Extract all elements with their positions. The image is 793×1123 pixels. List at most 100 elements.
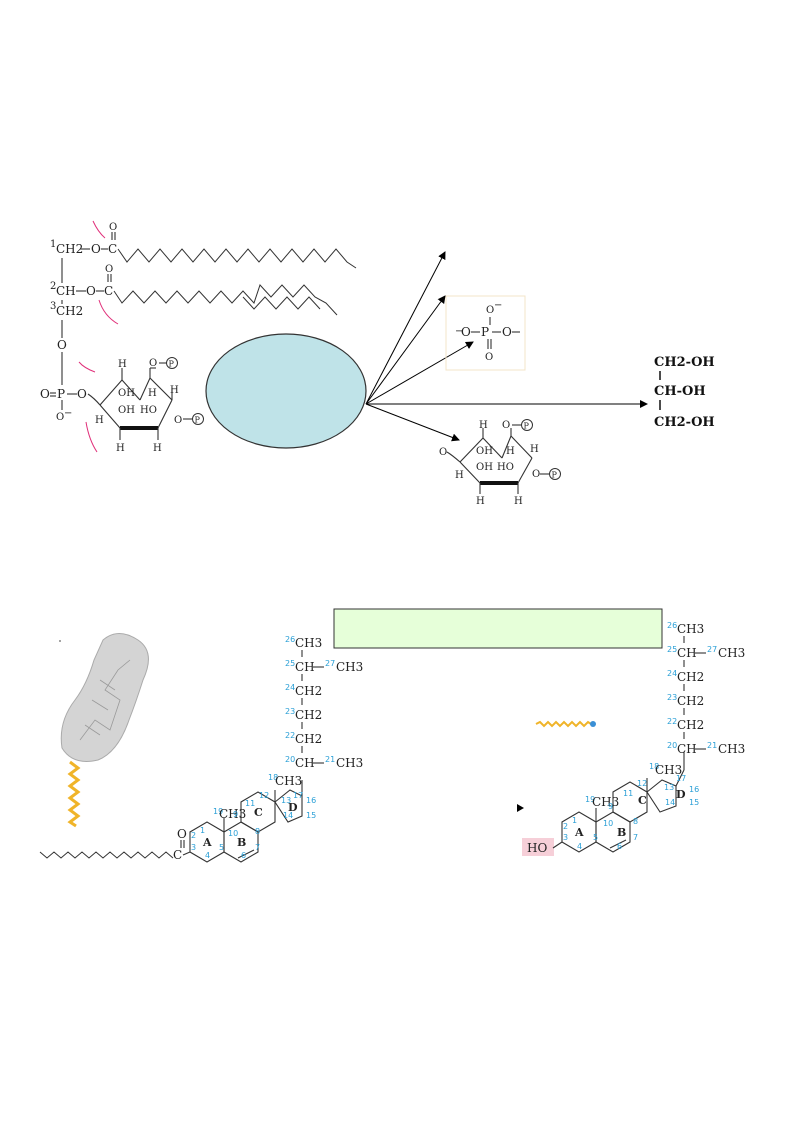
arrow-to-fatty-acid-1 <box>365 251 446 405</box>
svg-text:8: 8 <box>633 817 638 826</box>
c3-label: CH2 <box>56 304 83 318</box>
svg-text:A: A <box>574 826 584 839</box>
inositol-h-bottom-2: H <box>153 443 162 454</box>
svg-text:17: 17 <box>293 791 303 800</box>
svg-text:B: B <box>237 836 246 849</box>
svg-text:HO: HO <box>497 462 514 473</box>
svg-text:A: A <box>202 836 212 849</box>
svg-text:O: O <box>486 305 494 316</box>
cleavage-arrow-2 <box>98 299 119 325</box>
inositol-h-bottom-1: H <box>116 443 125 454</box>
svg-text:12: 12 <box>637 779 647 788</box>
inositol-oh-bottom: OH <box>118 405 135 416</box>
svg-text:3: 3 <box>563 833 568 842</box>
phosphate-circle-right <box>192 413 204 425</box>
phosphorus: P <box>57 387 65 401</box>
svg-text:20: 20 <box>285 755 295 764</box>
svg-text:B: B <box>617 826 626 839</box>
svg-text:D: D <box>288 801 298 814</box>
fatty-acid-chain-2 <box>113 284 338 316</box>
svg-text:O: O <box>485 352 493 363</box>
svg-text:CH3: CH3 <box>718 742 745 756</box>
svg-text:H: H <box>479 420 488 431</box>
ester2-carbon: C <box>104 284 113 298</box>
arrow-to-phosphate <box>365 341 474 405</box>
svg-text:CH2: CH2 <box>677 670 704 684</box>
svg-text:CH3: CH3 <box>295 636 322 650</box>
phosphate-circle-right-label: P <box>195 416 201 425</box>
svg-text:CH3: CH3 <box>336 660 363 674</box>
svg-text:H: H <box>530 444 539 455</box>
svg-text:CH3: CH3 <box>336 756 363 770</box>
svg-text:14: 14 <box>283 811 293 820</box>
cleavage-arrow-3 <box>78 361 96 373</box>
svg-text:CH3: CH3 <box>275 774 302 788</box>
svg-text:1: 1 <box>572 816 577 825</box>
svg-text:27: 27 <box>707 645 717 654</box>
svg-text:−: − <box>455 326 463 337</box>
svg-text:H: H <box>506 446 515 457</box>
svg-text:CH3: CH3 <box>718 646 745 660</box>
svg-text:CH2: CH2 <box>295 684 322 698</box>
svg-text:CH: CH <box>295 756 315 770</box>
svg-text:CH2: CH2 <box>677 694 704 708</box>
svg-text:D: D <box>676 788 686 801</box>
cholesteryl-ester-structure: C O 19 CH3 18 CH3 A B C D 1 2 3 4 5 6 7 … <box>39 635 363 863</box>
svg-text:13: 13 <box>281 796 291 805</box>
svg-text:P: P <box>552 471 558 480</box>
svg-text:27: 27 <box>325 659 335 668</box>
svg-text:6: 6 <box>617 842 622 851</box>
cleavage-arrow-1 <box>92 220 106 239</box>
product-arrows <box>365 251 648 442</box>
cholesterol-structure: HO 19 CH3 18 CH3 A B C D 1 2 3 4 5 6 7 8… <box>522 621 745 856</box>
svg-text:10: 10 <box>228 829 238 838</box>
svg-text:14: 14 <box>665 798 675 807</box>
hydroxyl-label: HO <box>527 841 547 855</box>
svg-text:18: 18 <box>268 773 278 782</box>
inositol-h-bottom-left: H <box>95 415 104 426</box>
svg-text:7: 7 <box>255 843 260 852</box>
svg-text:H: H <box>514 496 523 507</box>
phosphate-circle-top-label: P <box>169 360 175 369</box>
svg-text:9: 9 <box>608 802 613 811</box>
svg-text:H: H <box>476 496 485 507</box>
svg-text:23: 23 <box>285 707 295 716</box>
svg-text:CH: CH <box>295 660 315 674</box>
cholesterol-ester-3d-model <box>59 633 149 828</box>
svg-text:CH: CH <box>677 742 697 756</box>
fatty-acid-icon <box>535 720 596 728</box>
svg-text:O: O <box>532 469 540 480</box>
inositol-h-mid: H <box>148 388 157 399</box>
phosphate-minus: − <box>64 408 72 419</box>
svg-text:4: 4 <box>577 842 582 851</box>
ester2-carbonyl-o: O <box>105 264 113 275</box>
svg-text:25: 25 <box>667 645 677 654</box>
svg-text:CH3: CH3 <box>219 807 246 821</box>
inositol-h-top-left: H <box>118 359 127 370</box>
svg-text:C: C <box>638 794 647 807</box>
svg-text:O: O <box>439 447 447 458</box>
svg-text:P: P <box>481 325 489 339</box>
fatty-acid-chain-2-tail <box>242 296 321 310</box>
svg-text:18: 18 <box>649 762 659 771</box>
inositol-ho: HO <box>140 405 157 416</box>
phosphate-ester-o: O <box>77 387 87 401</box>
svg-text:15: 15 <box>306 811 316 820</box>
svg-text:CH2: CH2 <box>295 708 322 722</box>
svg-text:C: C <box>254 806 263 819</box>
svg-text:5: 5 <box>219 843 224 852</box>
inositol-h-right: H <box>170 385 179 396</box>
svg-text:19: 19 <box>213 807 223 816</box>
svg-text:O: O <box>502 420 510 431</box>
phosphate-product: O − − O P O O <box>445 295 526 371</box>
svg-text:OH: OH <box>476 446 493 457</box>
svg-text:CH3: CH3 <box>677 622 704 636</box>
cholesteryl-acyl-chain <box>39 851 174 859</box>
fatty-acid-chain-1 <box>117 248 357 269</box>
svg-text:C: C <box>173 848 182 862</box>
inositol-oh: OH <box>118 388 135 399</box>
svg-text:CH2: CH2 <box>295 732 322 746</box>
svg-text:7: 7 <box>633 833 638 842</box>
phospholipid-structure: 1 CH2 2 CH 3 CH2 O O C O O C O <box>40 220 357 454</box>
